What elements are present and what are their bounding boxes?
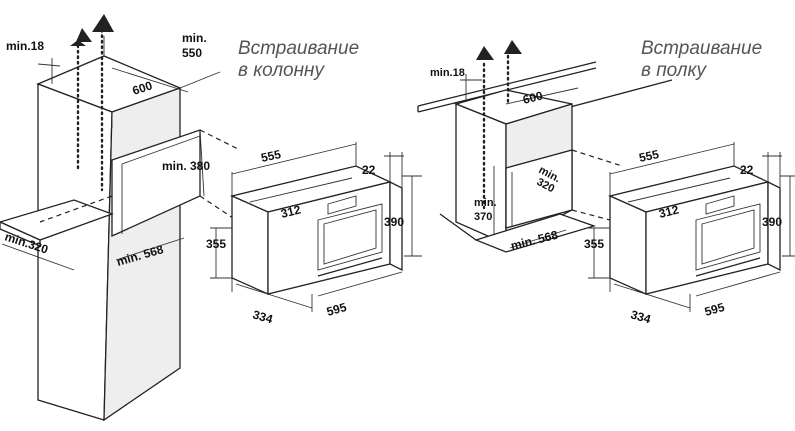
shelf-width-label: 600 bbox=[521, 88, 544, 107]
shelf-min370-label-b: 370 bbox=[474, 211, 492, 223]
appliance-inner-height-label: 355 bbox=[206, 237, 226, 251]
appliance-inner-width-label: 312 bbox=[279, 202, 302, 221]
appliance-height-label: 390 bbox=[762, 215, 782, 229]
appliance-front-depth-label: 22 bbox=[740, 163, 754, 177]
column-min18-label: min.18 bbox=[6, 39, 44, 53]
shelf-caption-line2: в полку bbox=[641, 60, 706, 81]
column-caption-line1: Встраивание bbox=[238, 38, 360, 59]
appliance-width-label: 595 bbox=[325, 300, 348, 319]
column-width-label: 600 bbox=[131, 78, 155, 98]
appliance-height-label: 390 bbox=[384, 215, 404, 229]
shelf-caption: Встраивание в полку bbox=[641, 38, 762, 82]
vent-arrow-icon bbox=[70, 40, 86, 46]
shelf-min18-label: min.18 bbox=[430, 67, 465, 79]
shelf-cabinet bbox=[417, 54, 673, 253]
vent-arrow-icon bbox=[504, 40, 522, 54]
column-caption-line2: в колонну bbox=[238, 60, 325, 81]
shelf-min370-label-a: min. bbox=[474, 197, 497, 209]
vent-arrow-icon bbox=[92, 14, 114, 32]
appliance-width-label: 595 bbox=[703, 300, 726, 319]
appliance-bottom-depth-label: 334 bbox=[251, 307, 274, 326]
column-min380-label: min. 380 bbox=[162, 159, 210, 173]
column-cabinet bbox=[0, 28, 241, 422]
vent-arrow-icon bbox=[476, 46, 494, 60]
vent-arrow-icon bbox=[76, 28, 92, 42]
appliance-inner-height-label: 355 bbox=[584, 237, 604, 251]
shelf-caption-line1: Встраивание bbox=[641, 38, 763, 59]
appliance-bottom-depth-label: 334 bbox=[629, 307, 652, 326]
column-dimensions bbox=[1, 36, 221, 271]
column-min550-label-a: min. bbox=[182, 31, 207, 45]
appliance-depth-label: 555 bbox=[638, 147, 661, 165]
column-appliance: 555 22 312 390 355 334 595 bbox=[206, 141, 423, 326]
appliance-inner-width-label: 312 bbox=[657, 202, 680, 221]
appliance-front-depth-label: 22 bbox=[362, 163, 376, 177]
appliance-depth-label: 555 bbox=[260, 147, 283, 165]
shelf-dimensions bbox=[460, 74, 579, 249]
column-caption: Встраивание в колонну bbox=[238, 38, 359, 82]
shelf-appliance: 555 22 312 390 355 334 595 bbox=[584, 141, 795, 326]
column-min550-label-b: 550 bbox=[182, 46, 202, 60]
